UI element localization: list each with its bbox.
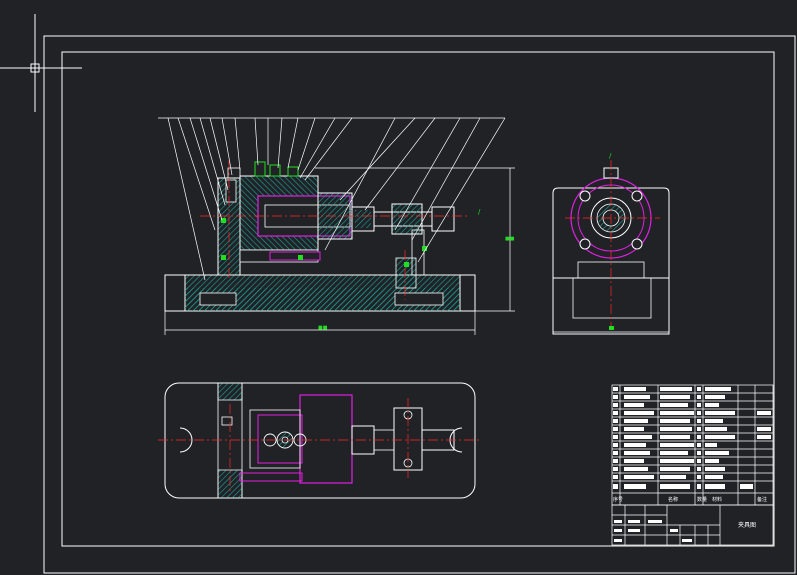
cad-cursor-crosshair[interactable] (0, 14, 82, 112)
svg-text:备注: 备注 (757, 496, 767, 503)
title-block (611, 504, 774, 546)
svg-text:数量: 数量 (697, 496, 707, 503)
outer-frame (43, 35, 796, 574)
top-view (158, 382, 480, 499)
section-note: / (478, 208, 481, 216)
front-view-dimensions: ■■ ■■ / (164, 167, 515, 335)
title-block-fill (614, 520, 692, 542)
height-label: ■■ (505, 236, 515, 242)
parts-list (611, 384, 774, 506)
svg-text:序号: 序号 (613, 496, 623, 503)
inner-frame (61, 51, 775, 547)
parts-list-header: 序号 名称 数量 材料 备注 (613, 496, 767, 503)
drawing-title: 夹具图 (738, 521, 756, 529)
parts-list-entries (613, 387, 771, 489)
overall-length-label: ■■ (318, 325, 328, 331)
svg-text:名称: 名称 (668, 496, 678, 503)
svg-text:材料: 材料 (712, 496, 722, 503)
side-view: / (552, 152, 670, 335)
part-leader-lines (158, 117, 506, 281)
side-view-note: / (609, 152, 612, 160)
